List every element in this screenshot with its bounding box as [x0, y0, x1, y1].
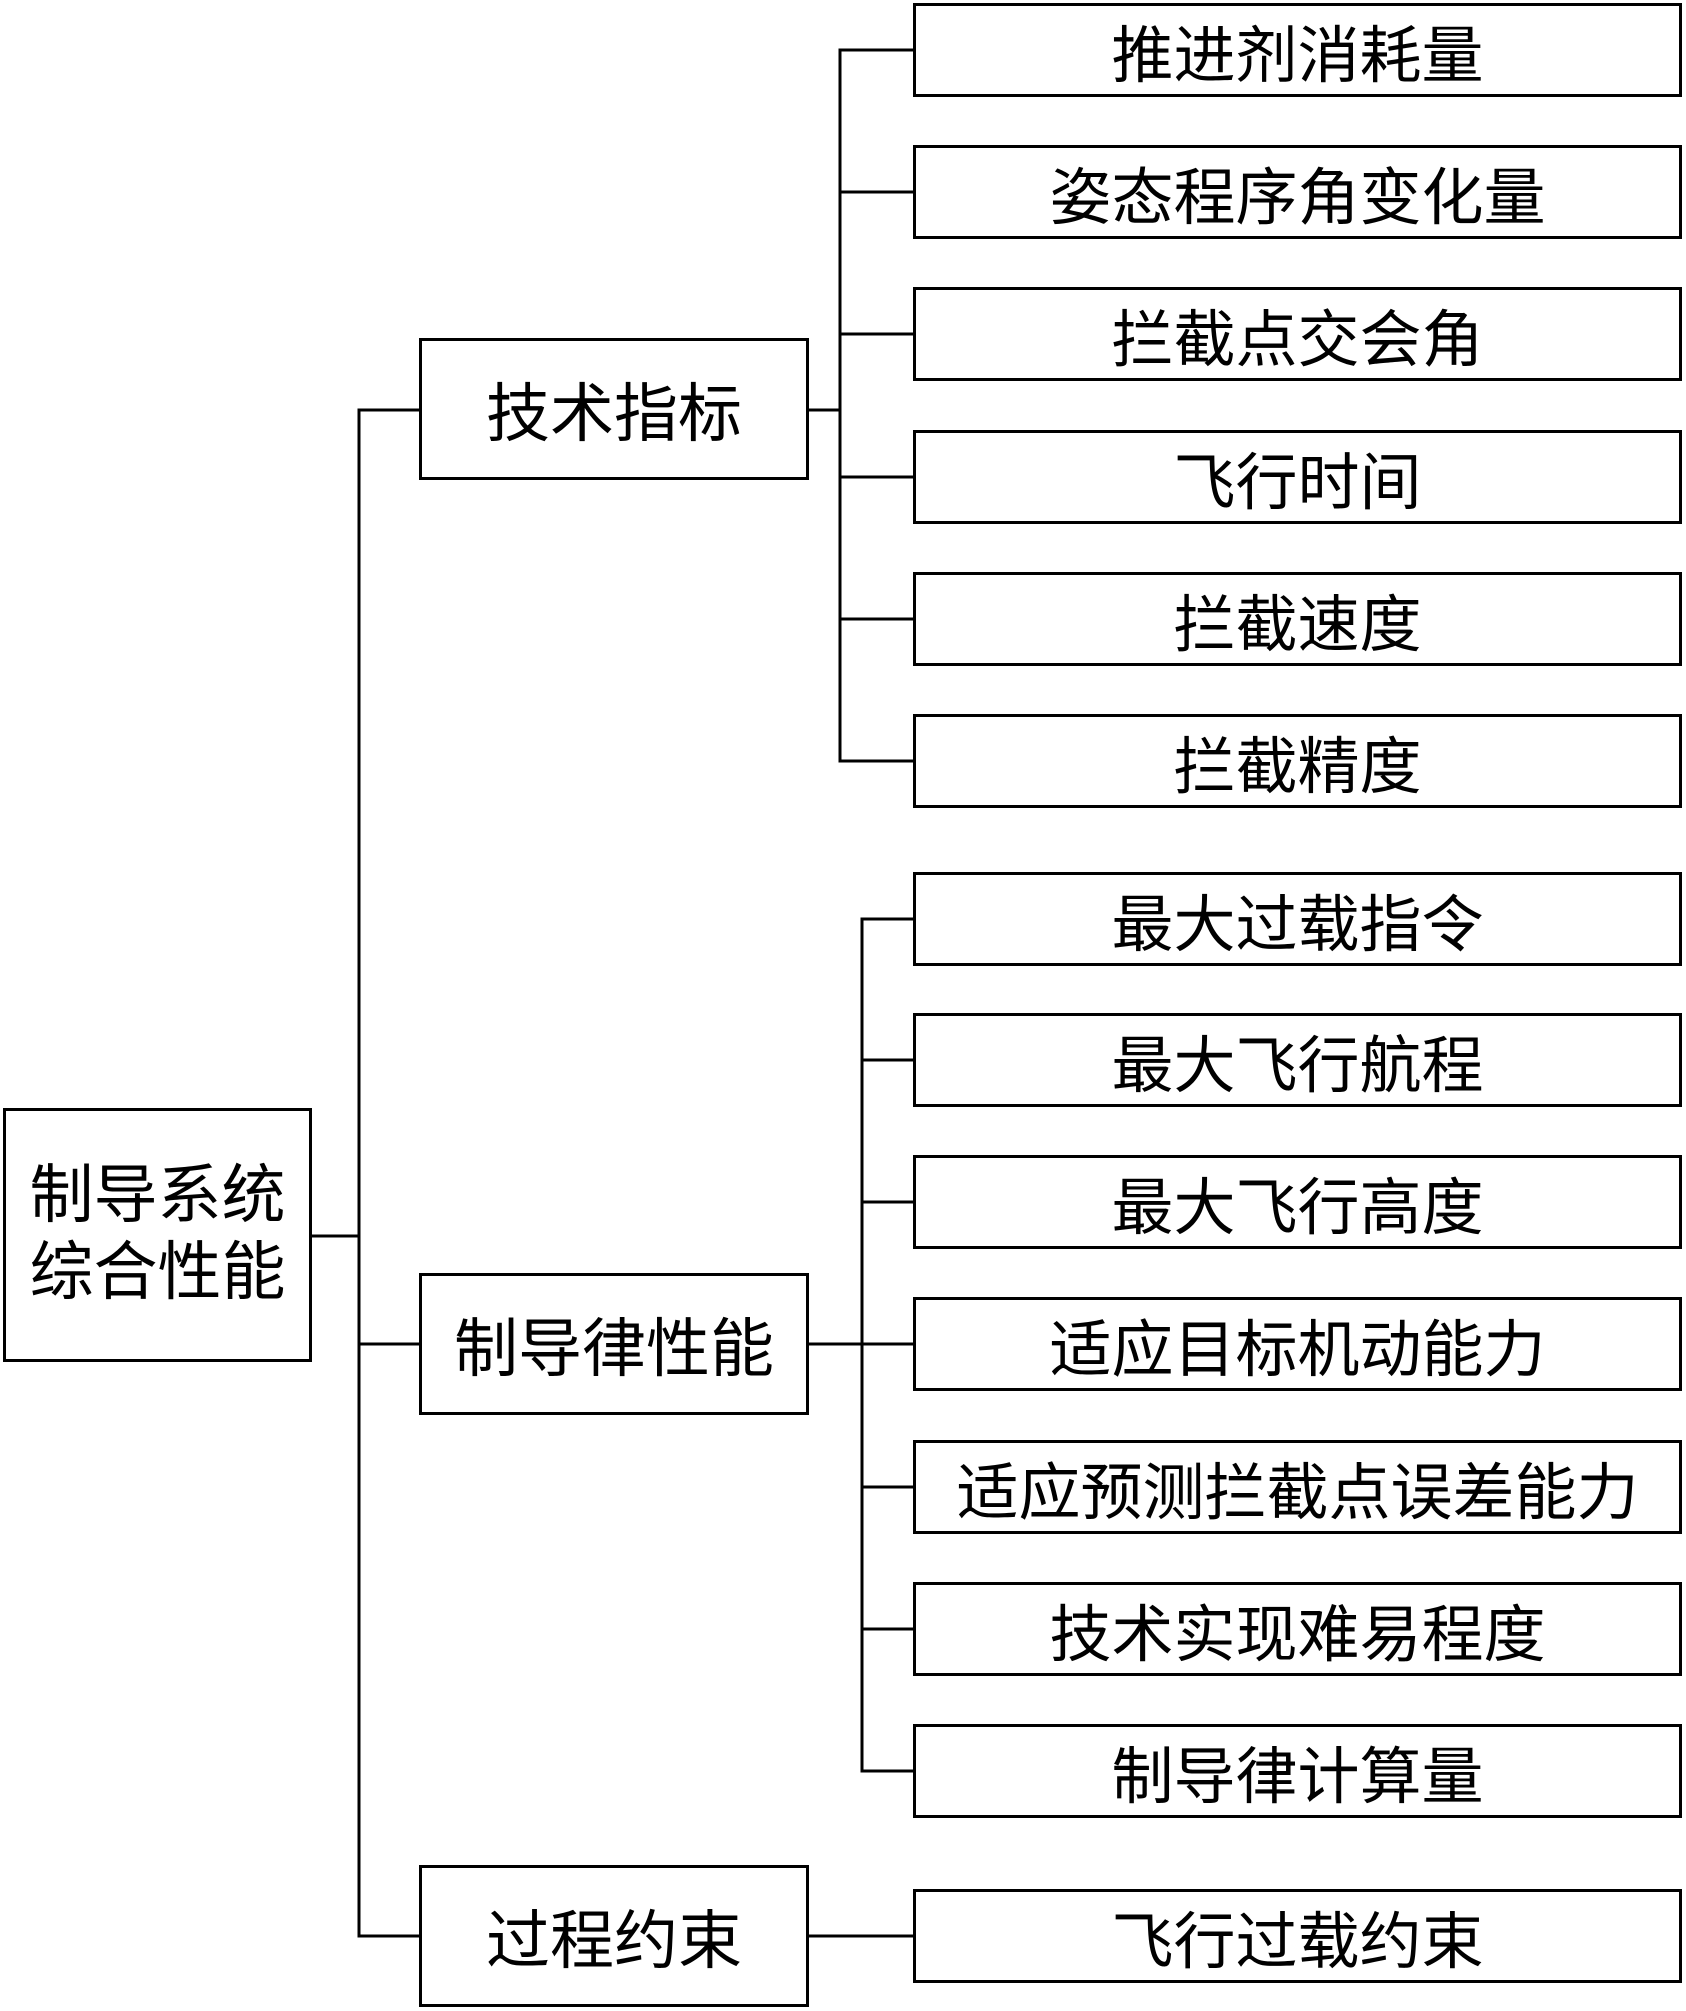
- node-label: 最大飞行航程: [1111, 1029, 1484, 1102]
- leaf-intercept-point-encounter-angle: 拦截点交会角: [913, 287, 1682, 381]
- node-label: 技术实现难易程度: [1049, 1598, 1546, 1671]
- node-label: 推进剂消耗量: [1111, 19, 1484, 92]
- leaf-max-flight-range: 最大飞行航程: [913, 1013, 1682, 1107]
- node-label: 适应预测拦截点误差能力: [956, 1456, 1639, 1529]
- leaf-guidance-law-computation: 制导律计算量: [913, 1724, 1682, 1818]
- node-label: 拦截精度: [1173, 730, 1422, 803]
- node-label: 飞行时间: [1173, 446, 1422, 519]
- branch-node-guidance-law-performance: 制导律性能: [419, 1273, 809, 1415]
- leaf-max-overload-command: 最大过载指令: [913, 872, 1682, 966]
- leaf-intercept-velocity: 拦截速度: [913, 572, 1682, 666]
- leaf-flight-overload-constraint: 飞行过载约束: [913, 1889, 1682, 1983]
- node-label: 过程约束: [486, 1905, 742, 1979]
- leaf-intercept-accuracy: 拦截精度: [913, 714, 1682, 808]
- node-label: 最大过载指令: [1111, 888, 1484, 961]
- node-label: 适应目标机动能力: [1049, 1313, 1546, 1386]
- leaf-predicted-intercept-error-adaptability: 适应预测拦截点误差能力: [913, 1440, 1682, 1534]
- branch-node-technical-indicators: 技术指标: [419, 338, 809, 480]
- root-label-line-2: 综合性能: [29, 1236, 286, 1310]
- leaf-flight-time: 飞行时间: [913, 430, 1682, 524]
- node-label: 拦截速度: [1173, 588, 1422, 661]
- node-label: 最大飞行高度: [1111, 1171, 1484, 1244]
- node-label: 姿态程序角变化量: [1049, 161, 1546, 234]
- leaf-propellant-consumption: 推进剂消耗量: [913, 3, 1682, 97]
- node-label: 飞行过载约束: [1111, 1905, 1484, 1978]
- root-node: 制导系统 综合性能: [3, 1108, 312, 1362]
- branch-node-process-constraints: 过程约束: [419, 1865, 809, 2007]
- node-label: 制导律性能: [454, 1313, 774, 1387]
- leaf-max-flight-altitude: 最大飞行高度: [913, 1155, 1682, 1249]
- root-label-line-1: 制导系统: [29, 1159, 286, 1234]
- node-label: 拦截点交会角: [1111, 303, 1484, 376]
- leaf-target-maneuver-adaptability: 适应目标机动能力: [913, 1297, 1682, 1391]
- leaf-attitude-program-angle-change: 姿态程序角变化量: [913, 145, 1682, 239]
- node-label: 制导律计算量: [1111, 1740, 1484, 1813]
- node-label: 技术指标: [486, 378, 742, 452]
- leaf-implementation-difficulty: 技术实现难易程度: [913, 1582, 1682, 1676]
